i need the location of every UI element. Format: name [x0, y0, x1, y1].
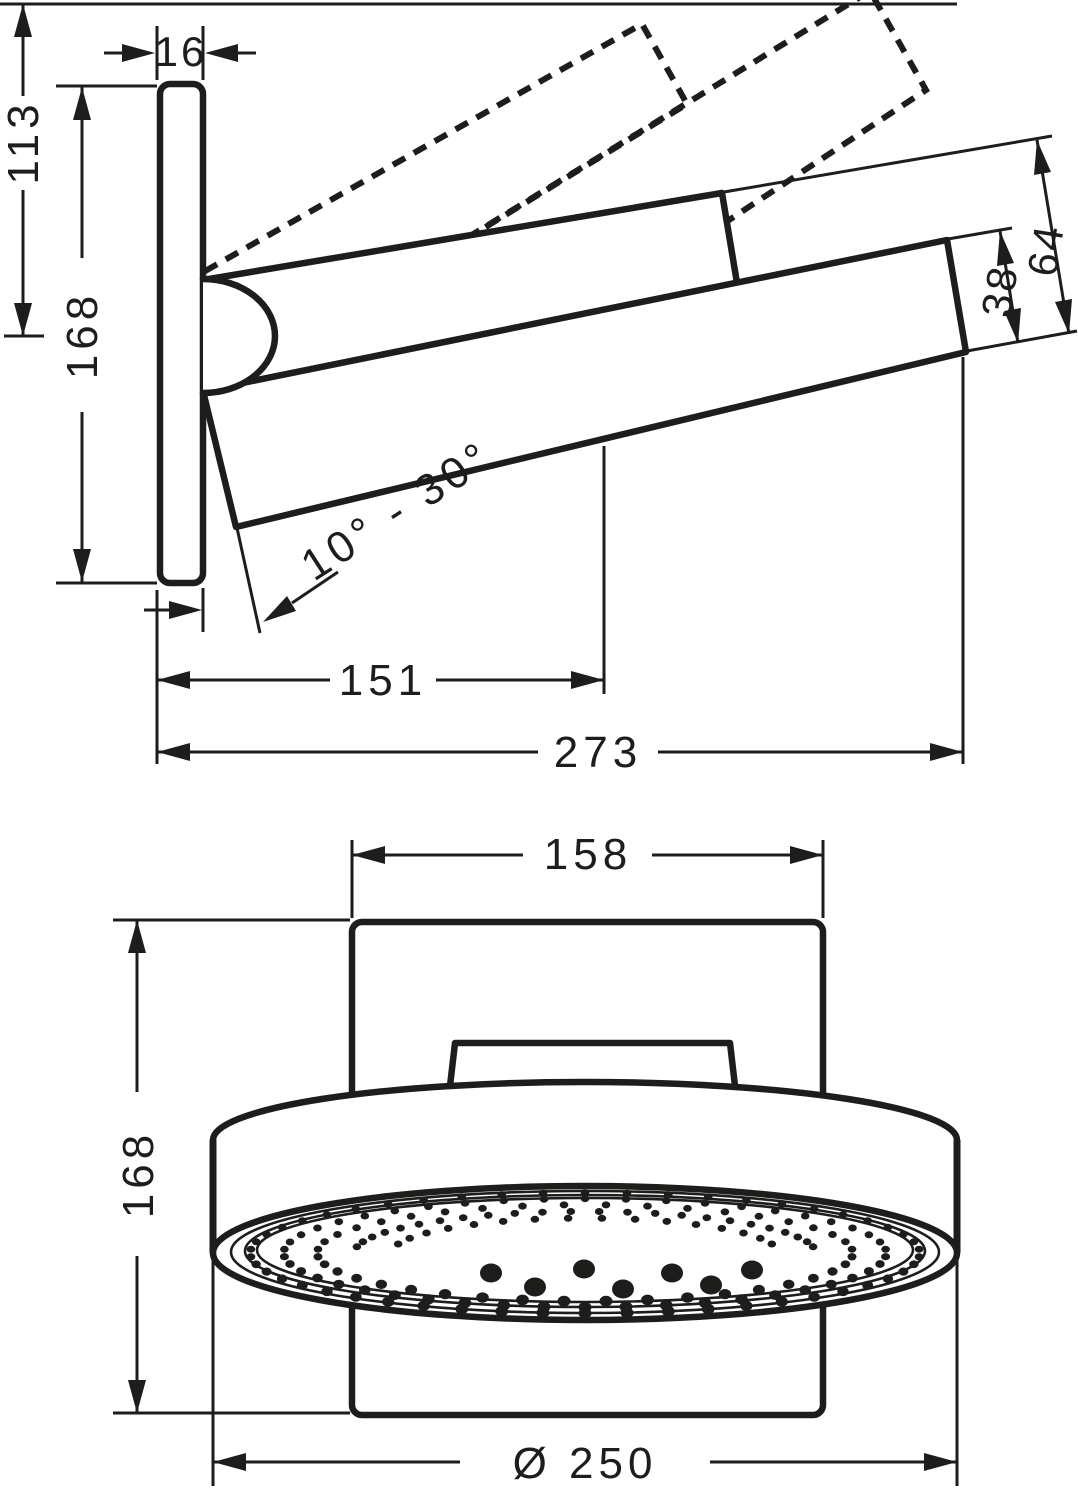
- connection-bracket: [446, 1039, 739, 1090]
- nozzle-field: [246, 1189, 924, 1319]
- dim-label-plate-height-side: 168: [58, 291, 107, 379]
- wall-plate-side: [156, 80, 207, 587]
- pivot-joint: [199, 275, 279, 397]
- dim-label-projection: 273: [554, 728, 642, 777]
- dimension-arrows-side: [14, 4, 1072, 761]
- shower-head-top-rim: [209, 1078, 961, 1144]
- shower-head-side: [199, 236, 970, 531]
- dim-label-arm-head-depth: 64: [1018, 220, 1073, 279]
- dim-label-top-to-pivot: 113: [0, 99, 48, 184]
- dim-label-plate-thickness: 16: [155, 28, 208, 75]
- dimension-lines-front: [113, 840, 959, 1486]
- side-view: 16 113 168 38 64 10° - 30° 151 273: [0, 0, 1078, 777]
- dim-label-head-diameter: Ø 250: [513, 1439, 658, 1488]
- dim-label-head-thickness: 38: [972, 261, 1027, 320]
- dim-label-plate-width: 158: [544, 830, 632, 879]
- dim-label-plate-height-front: 168: [114, 1130, 163, 1218]
- dimension-arrows-front: [128, 846, 957, 1471]
- dim-label-wall-to-center: 151: [339, 656, 427, 705]
- spray-face: [209, 1182, 961, 1324]
- front-view: 158 168 Ø 250: [113, 830, 961, 1488]
